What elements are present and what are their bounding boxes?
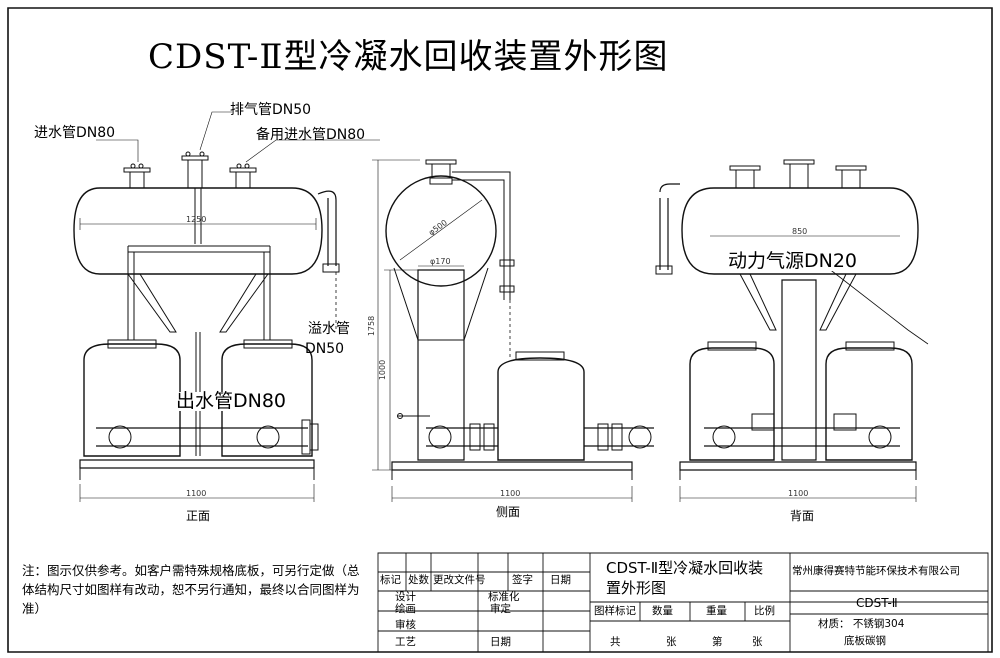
- dim-side-height: 1000: [378, 359, 388, 381]
- front-upper-tank: [74, 188, 322, 274]
- dim-front-width: 1250: [186, 215, 207, 224]
- side-view: [372, 160, 654, 502]
- tb-rev-date: 日期: [550, 574, 571, 586]
- tb-rev-doc: 更改文件号: [433, 574, 486, 586]
- tb-standard: 标准化: [488, 591, 520, 603]
- tb-sheet-unit-1: 张: [666, 636, 677, 648]
- label-backup-inlet: 备用进水管DN80: [256, 127, 366, 143]
- side-base: [392, 462, 632, 470]
- label-vent: 排气管DN50: [230, 102, 312, 118]
- dim-back-width: 850: [792, 227, 808, 236]
- tb-company: 常州康得赛特节能环保技术有限公司: [792, 565, 960, 577]
- side-round-tank: [386, 176, 496, 286]
- tb-info-weight: 重量: [706, 605, 727, 617]
- label-overflow: 溢水管: [308, 321, 350, 337]
- tb-rev-mark: 标记: [380, 574, 401, 586]
- tb-sheet-unit-2: 张: [752, 636, 763, 648]
- sheet-frame: [8, 8, 992, 652]
- tb-drawing-title: CDST-Ⅱ型冷凝水回收装置外形图: [606, 559, 764, 597]
- drawing-title: CDST-Ⅱ型冷凝水回收装置外形图: [148, 37, 669, 77]
- back-base: [680, 462, 916, 470]
- tb-material: 材质： 不锈钢304: [818, 618, 905, 630]
- label-overflow-size: DN50: [305, 341, 345, 357]
- label-outlet: 出水管DN80: [176, 390, 287, 412]
- tb-info-qty: 数量: [652, 605, 673, 617]
- label-air-source: 动力气源DN20: [728, 250, 858, 272]
- back-lower-tank-left: [690, 348, 774, 460]
- front-lower-tank-right: [222, 344, 312, 456]
- tb-total: 共: [610, 636, 621, 648]
- tb-drawing: 绘画: [395, 603, 416, 615]
- tb-base-material: 底板碳钢: [844, 635, 886, 647]
- back-upper-tank: [682, 188, 918, 274]
- tb-approve: 审定: [490, 603, 511, 615]
- dim-back-base: 1100: [788, 489, 809, 498]
- view-front-label: 正面: [186, 509, 211, 523]
- title-block-grid: [378, 553, 988, 652]
- front-nozzles: [124, 152, 256, 188]
- dim-side-total-height: 1758: [367, 315, 377, 337]
- front-view: [74, 112, 380, 502]
- tb-review: 审核: [395, 619, 416, 631]
- view-side-label: 侧面: [496, 505, 521, 519]
- tb-date: 日期: [490, 636, 511, 648]
- tb-design: 设计: [395, 591, 416, 603]
- dim-front-base: 1100: [186, 489, 207, 498]
- drawing-note: 注：图示仅供参考。如客户需特殊规格底板，可另行定做（总体结构尺寸如图样有改动，恕…: [22, 563, 360, 616]
- front-base: [80, 460, 314, 468]
- tb-process: 工艺: [395, 636, 416, 648]
- tb-rev-count: 处数: [408, 574, 429, 586]
- tb-model: CDST-Ⅱ: [856, 596, 898, 610]
- tb-info-mark: 图样标记: [594, 605, 636, 617]
- dim-side-pipe: φ170: [430, 257, 451, 266]
- side-lower-tank: [498, 358, 584, 460]
- back-view: [656, 160, 928, 502]
- front-lower-tank-left: [84, 344, 180, 456]
- view-back-label: 背面: [790, 509, 815, 523]
- tb-sheet-no: 第: [712, 636, 723, 648]
- back-lower-tank-right: [826, 348, 912, 460]
- tb-info-scale: 比例: [754, 605, 775, 617]
- dim-side-base: 1100: [500, 489, 521, 498]
- label-inlet: 进水管DN80: [34, 125, 116, 141]
- tb-rev-sign: 签字: [512, 574, 533, 586]
